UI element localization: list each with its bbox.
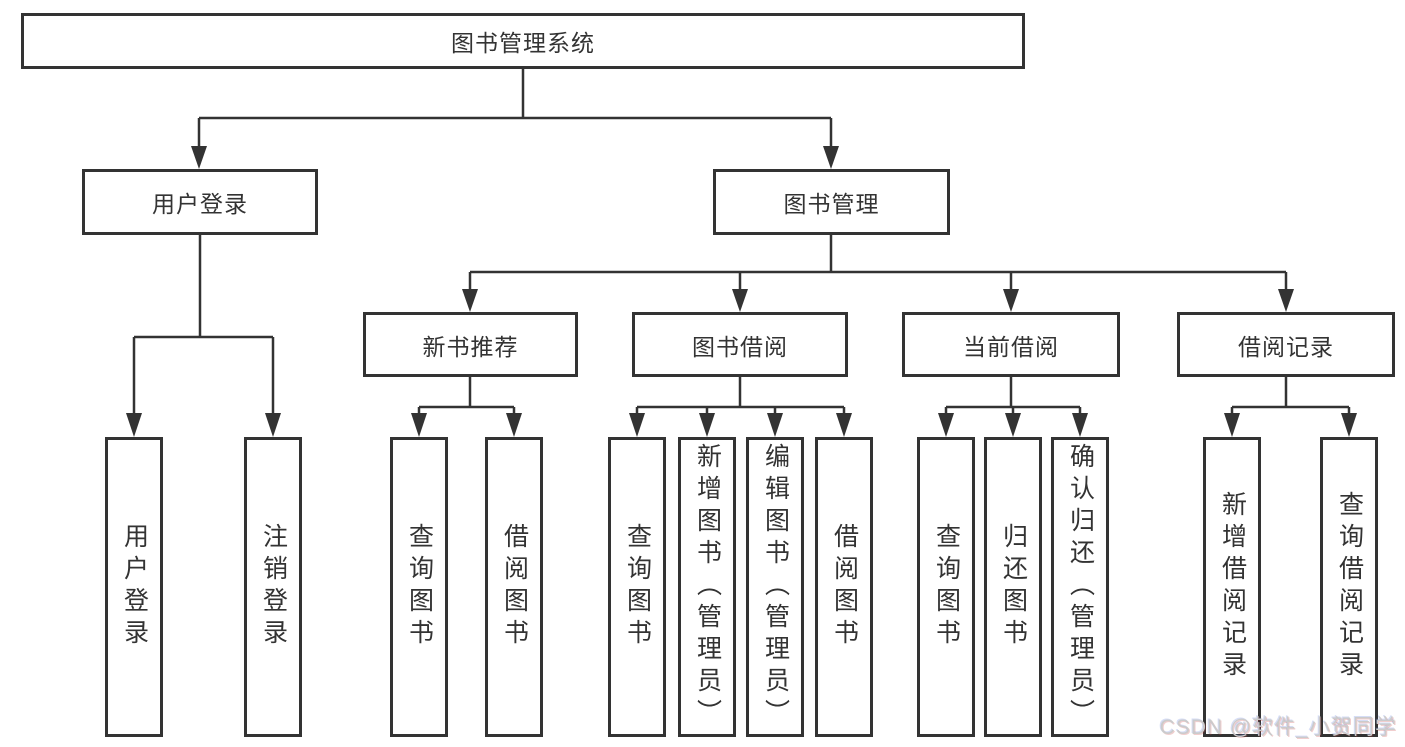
node-book-management-label: 图书管理 [783, 191, 880, 217]
node-library-management-system: 图书管理系统 [21, 13, 1025, 69]
node-user-login: 用户登录 [82, 169, 318, 235]
leaf-confirm-return-admin: 确认归还（管理员） [1051, 437, 1109, 737]
node-new-book-recommend: 新书推荐 [363, 312, 578, 377]
leaf-borrow-books-recommend: 借阅图书 [485, 437, 543, 737]
connector-book-management-to-level3 [462, 235, 1294, 312]
leaf-query-borrow-record: 查询借阅记录 [1320, 437, 1378, 737]
node-new-book-recommend-label: 新书推荐 [422, 333, 519, 360]
node-library-management-system-label: 图书管理系统 [451, 30, 595, 56]
leaf-borrow-books-recommend-label: 借阅图书 [500, 523, 529, 651]
leaf-return-books: 归还图书 [984, 437, 1042, 737]
leaf-logout-label: 注销登录 [259, 523, 288, 651]
leaf-query-books-current-label: 查询图书 [932, 523, 961, 651]
connector-user-login-to-children [126, 235, 281, 437]
node-book-management: 图书管理 [713, 169, 950, 235]
leaf-query-books-recommend-label: 查询图书 [405, 523, 434, 651]
node-current-borrowing: 当前借阅 [902, 312, 1120, 377]
leaf-edit-books-admin: 编辑图书（管理员） [746, 437, 804, 737]
leaf-user-login-label: 用户登录 [120, 523, 149, 651]
leaf-add-borrow-record: 新增借阅记录 [1203, 437, 1261, 737]
leaf-add-books-admin: 新增图书（管理员） [678, 437, 736, 737]
node-current-borrowing-label: 当前借阅 [963, 333, 1059, 360]
leaf-borrow-books-borrowing-label: 借阅图书 [830, 523, 859, 651]
connector-borrow-records-to-children [1224, 377, 1357, 437]
leaf-query-books-borrowing-label: 查询图书 [623, 523, 652, 651]
leaf-add-borrow-record-label: 新增借阅记录 [1218, 491, 1247, 683]
node-borrowing-records: 借阅记录 [1177, 312, 1395, 377]
leaf-query-books-recommend: 查询图书 [390, 437, 448, 737]
node-book-borrowing-label: 图书借阅 [692, 333, 788, 360]
node-book-borrowing: 图书借阅 [632, 312, 848, 377]
leaf-query-books-current: 查询图书 [917, 437, 975, 737]
node-borrowing-records-label: 借阅记录 [1238, 333, 1334, 360]
connector-new-book-rec-to-children [411, 377, 522, 437]
leaf-add-books-admin-label: 新增图书（管理员） [693, 443, 722, 731]
leaf-borrow-books-borrowing: 借阅图书 [815, 437, 873, 737]
node-user-login-label: 用户登录 [152, 191, 248, 217]
leaf-user-login: 用户登录 [105, 437, 163, 737]
connector-root-to-level2 [191, 69, 839, 169]
leaf-query-borrow-record-label: 查询借阅记录 [1335, 491, 1364, 683]
connector-current-borrowing-to-children [938, 377, 1088, 437]
csdn-watermark: CSDN @软件_小贺同学 [1159, 716, 1397, 739]
leaf-query-books-borrowing: 查询图书 [608, 437, 666, 737]
leaf-return-books-label: 归还图书 [999, 523, 1028, 651]
leaf-confirm-return-admin-label: 确认归还（管理员） [1066, 443, 1095, 731]
leaf-logout: 注销登录 [244, 437, 302, 737]
connector-book-borrowing-to-children [629, 377, 852, 437]
leaf-edit-books-admin-label: 编辑图书（管理员） [761, 443, 790, 731]
